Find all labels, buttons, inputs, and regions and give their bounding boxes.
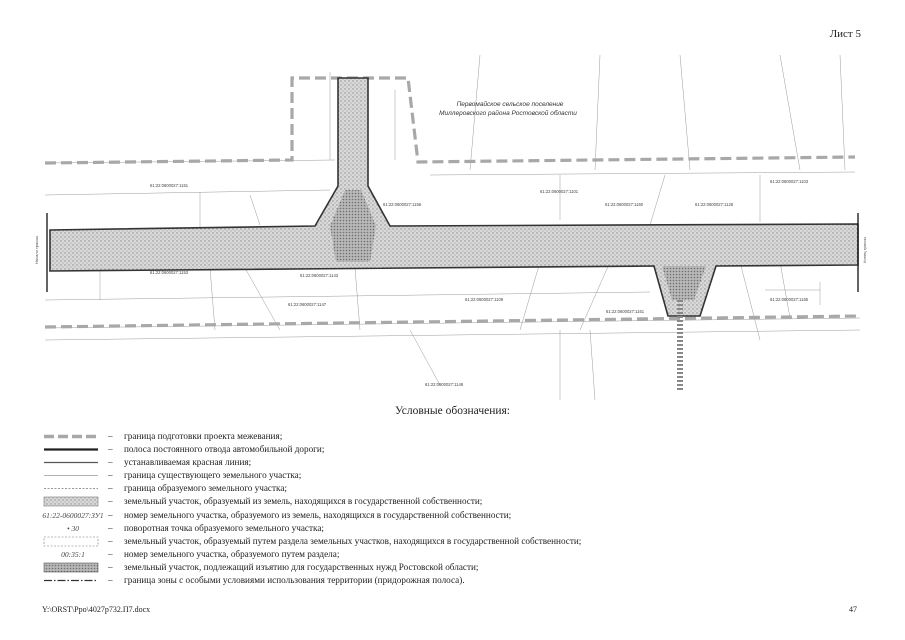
- legend-symbol-red-line: [44, 462, 98, 464]
- parcel-labels: 61:22:0600027:1151 61:22:0600027:1147 61…: [150, 179, 809, 387]
- legend-symbol-state-parcel: [43, 497, 99, 507]
- legend-text: устанавливаемая красная линия;: [124, 457, 252, 468]
- road-start-caption: Начало трассы: [34, 236, 39, 264]
- parcel-label: 61:22:0600027:1156: [383, 202, 422, 207]
- cadastral-plan: Первомайское сельское поселение Миллеров…: [34, 54, 867, 400]
- parcel-label: 61:22:0600027:1165: [770, 297, 809, 302]
- legend-item: – граница образуемого земельного участка…: [42, 482, 882, 495]
- legend-sample-divided-number: 00:35:1: [61, 549, 85, 559]
- settlement-caption-line1: Первомайское сельское поселение: [457, 100, 564, 108]
- legend-symbol-roadside-zone: [44, 579, 98, 582]
- parcel-label: 61:22:0600027:1128: [695, 202, 734, 207]
- legend-title: Условные обозначения:: [394, 405, 511, 417]
- legend-text: поворотная точка образуемого земельного …: [124, 522, 324, 533]
- parcel-label: 61:22:0600027:1148: [425, 382, 464, 387]
- legend-item: 61:22-0600027:ЗУ1 – номер земельного уча…: [42, 509, 512, 520]
- legend-item: – полоса постоянного отвода автомобильно…: [42, 443, 882, 456]
- road-end-markers: [46, 213, 859, 292]
- road-strip: [49, 77, 859, 392]
- legend-text: граница подготовки проекта межевания;: [124, 431, 283, 441]
- parcel-label: 61:22:0600027:1151: [150, 183, 189, 188]
- legend-text: номер земельного участка, образуемого из…: [124, 509, 512, 520]
- legend-sample-turning-point: • 30: [66, 523, 79, 533]
- parcel-label: 61:22:0600027:1160: [605, 202, 644, 207]
- legend-text: земельный участок, подлежащий изъятию дл…: [124, 561, 479, 572]
- file-path: Y:\ORST\Ppo\4027p732.П7.docx: [42, 605, 151, 614]
- legend-item: – земельный участок, образуемый из земел…: [42, 495, 882, 508]
- legend-item: – граница существующего земельного участ…: [42, 469, 882, 482]
- legend-symbol-project-boundary: [44, 434, 98, 439]
- parcel-label: 61:22:0600027:1103: [770, 179, 809, 184]
- settlement-caption-line2: Миллеровского района Ростовской области: [439, 109, 577, 117]
- sheet-number: Лист 5: [829, 28, 861, 40]
- legend-item: – земельный участок, образуемый путем ра…: [42, 535, 882, 548]
- legend-symbol-road-allotment: [44, 448, 98, 451]
- legend-item: • 30 – поворотная точка образуемого земе…: [42, 522, 882, 535]
- legend-symbol-divided-parcel: [43, 536, 99, 547]
- legend-symbol-seizure-parcel: [43, 562, 99, 573]
- page-number: 47: [849, 605, 857, 614]
- road-end-caption: Конец трассы: [862, 237, 867, 263]
- parcel-label: 61:22:0600027:1153: [150, 270, 189, 275]
- legend-item: – граница подготовки проекта межевания;: [42, 430, 882, 443]
- legend-text: граница образуемого земельного участка;: [124, 483, 287, 494]
- parcel-label: 61:22:0600027:1101: [540, 189, 579, 194]
- parcel-label: 61:22:0600027:1143: [300, 273, 339, 278]
- legend-symbol-formed-boundary: [44, 488, 98, 490]
- legend-text: полоса постоянного отвода автомобильной …: [124, 444, 325, 455]
- legend-item: 00:35:1 – номер земельного участка, обра…: [42, 548, 882, 561]
- legend-text: земельный участок, образуемый путем разд…: [124, 535, 582, 546]
- parcel-lines: [44, 54, 861, 400]
- parcel-label: 61:22:0600027:1109: [465, 297, 504, 302]
- legend-text: земельный участок, образуемый из земель,…: [124, 496, 483, 507]
- legend-text: граница существующего земельного участка…: [124, 470, 302, 481]
- legend-sample-parcel-number: 61:22-0600027:ЗУ1: [42, 510, 104, 520]
- legend-item: – граница зоны с особыми условиями испол…: [42, 574, 882, 587]
- legend-item: – устанавливаемая красная линия;: [42, 456, 882, 469]
- parcel-label: 61:22:0600027:1161: [606, 309, 645, 314]
- legend-text: граница зоны с особыми условиями использ…: [124, 575, 465, 586]
- legend: – граница подготовки проекта межевания; …: [42, 430, 882, 587]
- legend-item: – земельный участок, подлежащий изъятию …: [42, 561, 882, 574]
- legend-symbol-existing-boundary: [44, 475, 98, 477]
- legend-text: номер земельного участка, образуемого пу…: [124, 548, 340, 559]
- parcel-label: 61:22:0600027:1147: [288, 302, 327, 307]
